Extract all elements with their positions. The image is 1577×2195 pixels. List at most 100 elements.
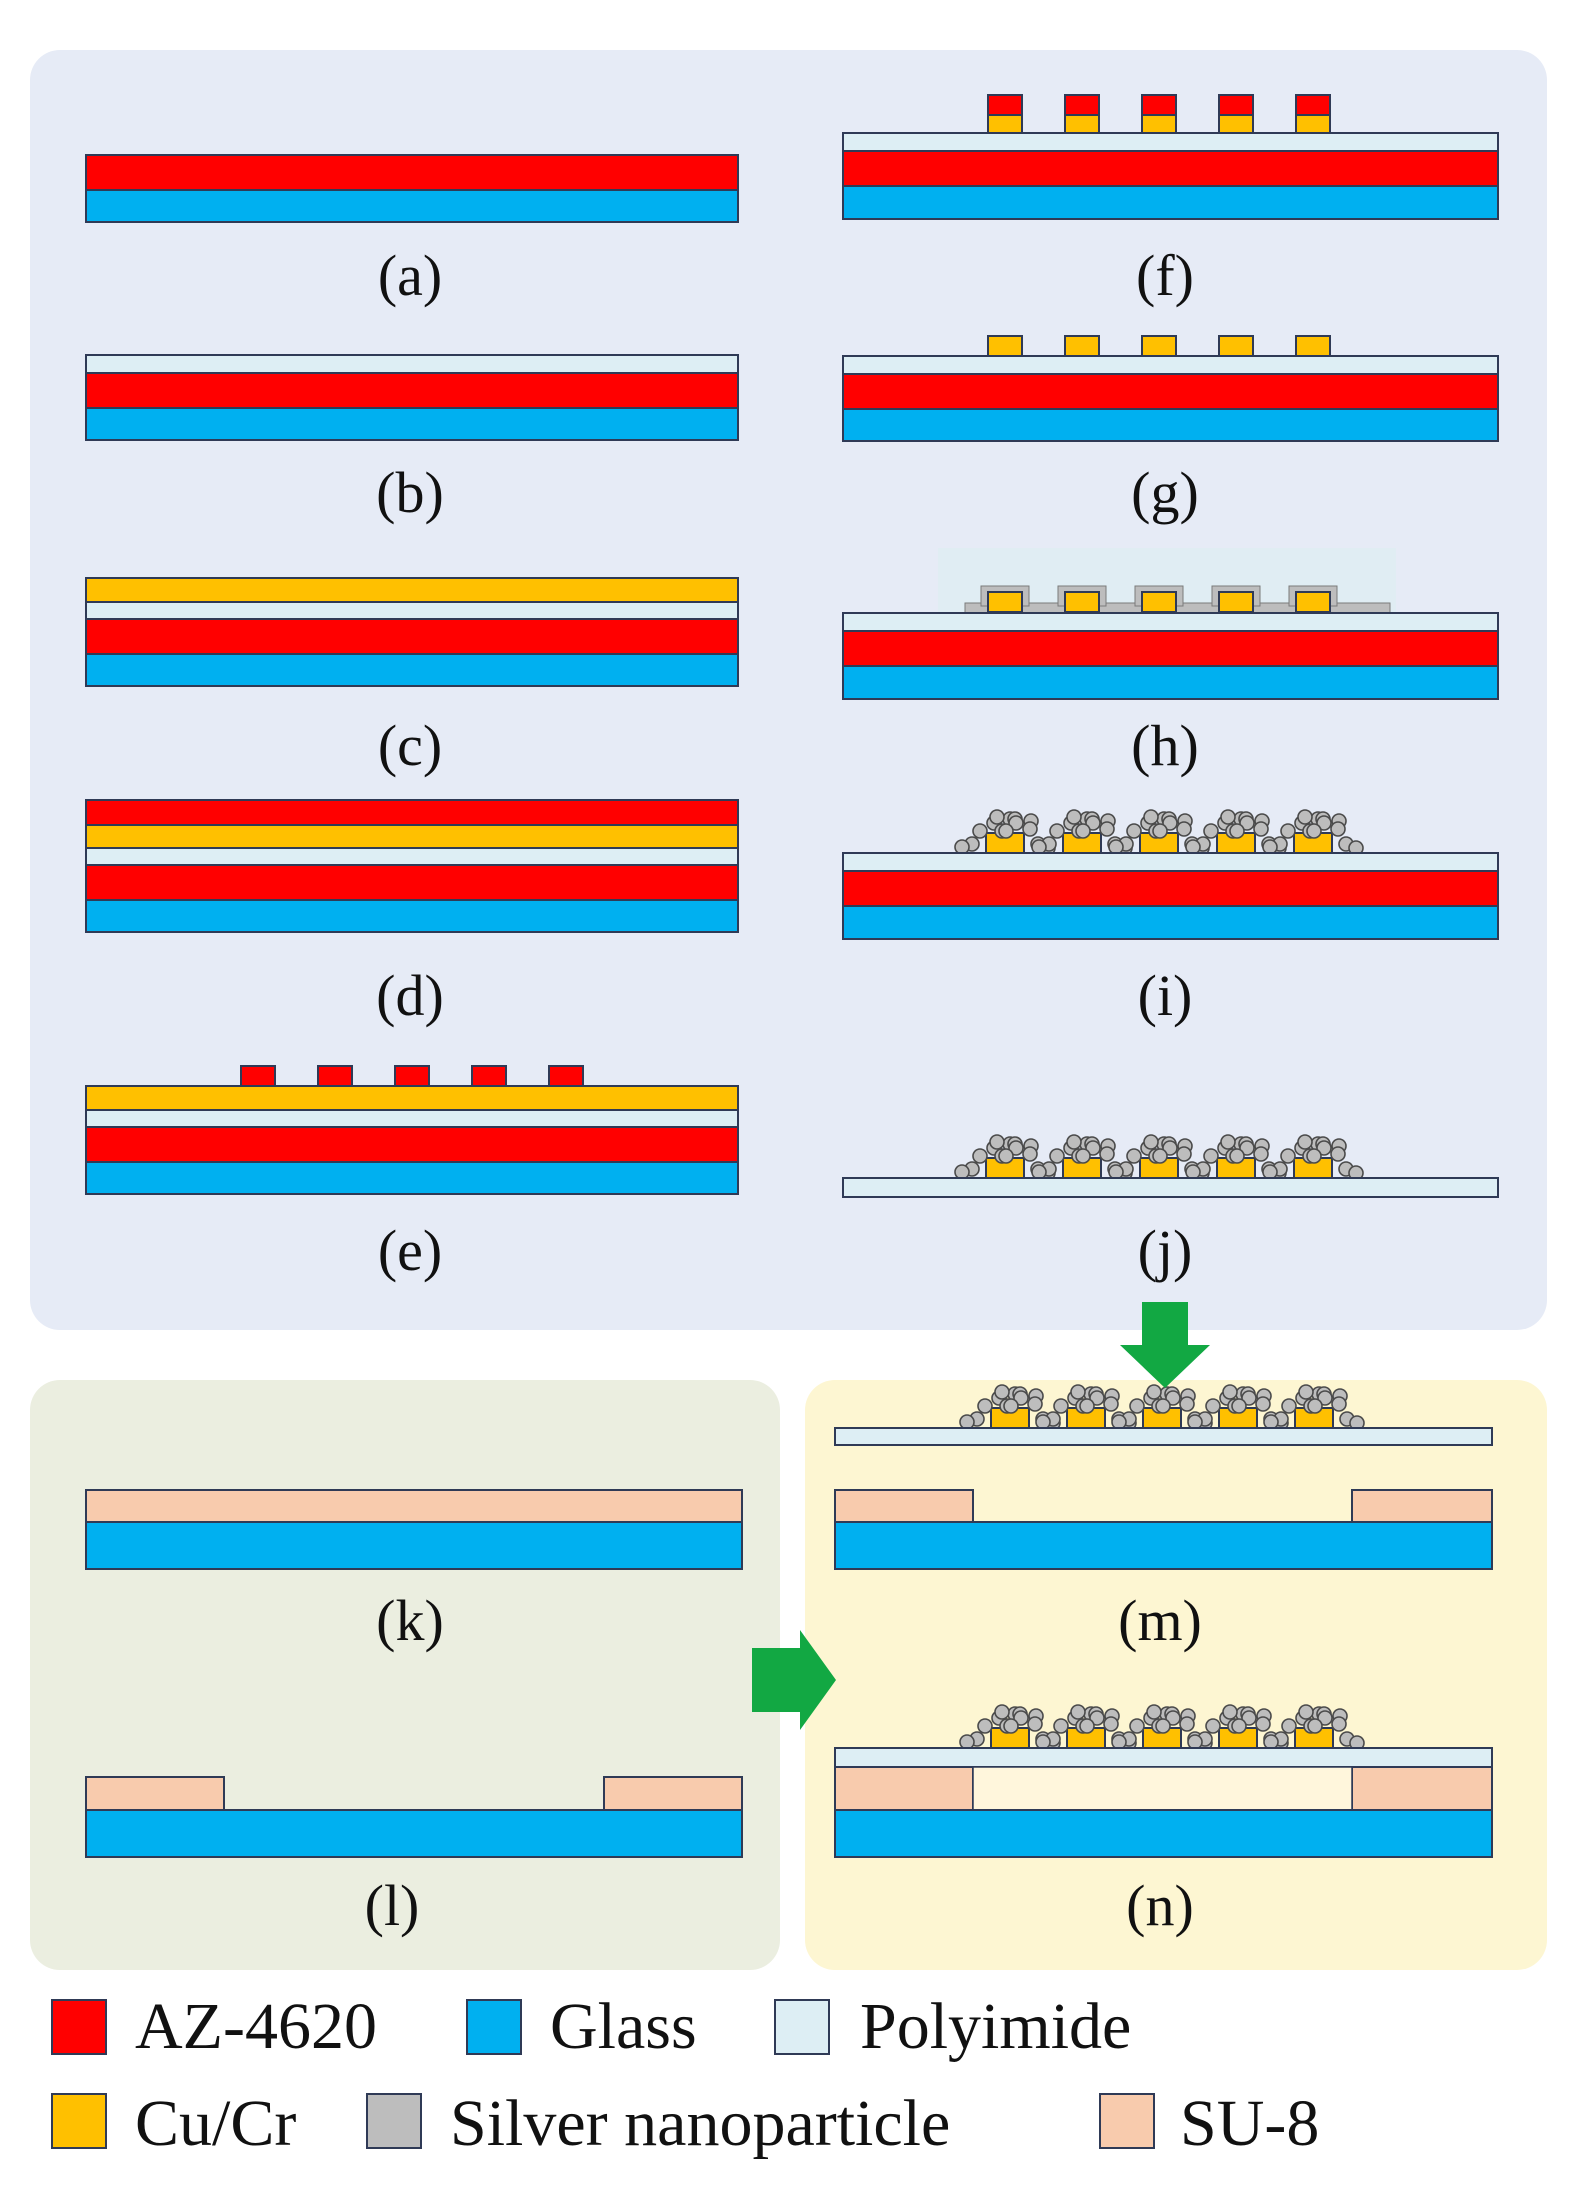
silver-nanoparticle (1229, 1148, 1245, 1164)
silver-nanoparticle (1111, 1414, 1127, 1430)
cavity-gap (972, 1766, 1353, 1811)
silver-nanoparticle (1185, 839, 1201, 855)
glass-substrate (85, 899, 739, 933)
glass-substrate (85, 1809, 743, 1858)
cucr-layer (85, 577, 739, 603)
cucr-pad (1141, 114, 1177, 134)
silver-nanoparticle (1185, 1164, 1201, 1180)
silver-nanoparticle (1255, 1716, 1271, 1732)
step-label-l: (l) (365, 1873, 420, 1938)
silver-nanoparticle (1298, 1384, 1314, 1400)
silver-nanoparticle (998, 1148, 1014, 1164)
cucr-pad (1064, 335, 1100, 357)
step-label-h: (h) (1131, 713, 1199, 778)
az4620-resist-pad (1141, 94, 1177, 116)
cucr-pad (1218, 335, 1254, 357)
su8-layer (85, 1489, 743, 1523)
glass-substrate (842, 408, 1499, 442)
legend-swatch-cucr (51, 2093, 107, 2149)
silver-nanoparticle (1165, 1710, 1181, 1726)
silver-nanoparticle (1316, 1140, 1332, 1156)
silver-nanoparticle (1108, 1164, 1124, 1180)
silver-nanoparticle (1179, 1716, 1195, 1732)
polyimide-layer (85, 601, 739, 620)
silver-nanoparticle (1049, 1148, 1065, 1164)
glass-substrate (85, 407, 739, 441)
cucr-pad (1295, 335, 1331, 357)
su8-spacer-right (1351, 1489, 1493, 1523)
az4620-resist-pad (548, 1065, 584, 1087)
stack-step-n (834, 1704, 1493, 1858)
silver-nanoparticle (1008, 815, 1024, 831)
step-label-n: (n) (1126, 1873, 1194, 1938)
cucr-pad (1141, 591, 1177, 613)
legend-swatch-silver (366, 2093, 422, 2149)
stack-step-b (85, 354, 739, 441)
silver-nanoparticle (1103, 1716, 1119, 1732)
stack-step-a (85, 154, 739, 223)
stack-step-c (85, 577, 739, 687)
silver-nanoparticle (1187, 1414, 1203, 1430)
silver-nanoparticle (1126, 1148, 1142, 1164)
step-label-k: (k) (376, 1588, 444, 1653)
silver-nanoparticle (1162, 815, 1178, 831)
az4620-layer (842, 150, 1499, 187)
az4620-layer (85, 372, 739, 409)
stack-step-m (834, 1384, 1493, 1570)
silver-nanoparticle (1331, 1396, 1347, 1412)
silver-nanoparticle (1079, 1398, 1095, 1414)
silver-nanoparticle (1089, 1390, 1105, 1406)
silver-nanoparticle (1222, 1704, 1238, 1720)
su8-spacer-right (1351, 1766, 1493, 1811)
silver-nanoparticle (1013, 1710, 1029, 1726)
right-arrow-l-to-m (752, 1630, 836, 1730)
silver-nanoparticle (1280, 1148, 1296, 1164)
silver-nanoparticle (1003, 1718, 1019, 1734)
step-label-g: (g) (1131, 460, 1199, 525)
step-label-a: (a) (378, 243, 442, 308)
legend-label-silver: Silver nanoparticle (450, 2087, 950, 2160)
az4620-layer (842, 870, 1499, 907)
cucr-layer (85, 824, 739, 849)
silver-nanoparticle (1013, 1390, 1029, 1406)
silver-nanoparticle (1143, 1134, 1159, 1150)
silver-nanoparticle (1008, 1140, 1024, 1156)
silver-nanoparticle (1330, 1146, 1346, 1162)
silver-nanoparticle (1241, 1390, 1257, 1406)
polyimide-layer (85, 354, 739, 374)
silver-nanoparticle (1099, 1146, 1115, 1162)
silver-nanoparticle (1281, 1718, 1297, 1734)
cucr-pad (1218, 591, 1254, 613)
silver-nanoparticle (1108, 839, 1124, 855)
step-label-c: (c) (378, 713, 442, 778)
silver-nanoparticle (1143, 809, 1159, 825)
legend-swatch-polyimide (774, 1999, 830, 2055)
silver-nanoparticle (1066, 1134, 1082, 1150)
silver-nanoparticle (1003, 1398, 1019, 1414)
silver-nanoparticle (954, 839, 970, 855)
cucr-pad (987, 335, 1023, 357)
polyimide-layer (842, 355, 1499, 375)
silver-nanoparticle (1085, 815, 1101, 831)
silver-nanoparticle (1085, 1140, 1101, 1156)
glass-substrate (85, 1521, 743, 1570)
silver-nanoparticle (1075, 823, 1091, 839)
az4620-layer (85, 864, 739, 901)
stack-step-e (85, 1065, 739, 1195)
glass-substrate (834, 1809, 1493, 1858)
glass-substrate (85, 189, 739, 223)
silver-nanoparticle (1220, 809, 1236, 825)
silver-nanoparticle (1079, 1718, 1095, 1734)
polyimide-film (834, 1747, 1493, 1768)
silver-nanoparticle (959, 1414, 975, 1430)
stack-step-d (85, 799, 739, 933)
step-label-i: (i) (1138, 963, 1193, 1028)
su8-spacer-left (834, 1766, 974, 1811)
silver-nanoparticle (1281, 1398, 1297, 1414)
silver-nanoparticle (1263, 1414, 1279, 1430)
silver-nanoparticle (1155, 1398, 1171, 1414)
polyimide-layer (842, 132, 1499, 152)
legend-label-glass: Glass (550, 1990, 697, 2063)
stack-step-g (842, 335, 1499, 442)
